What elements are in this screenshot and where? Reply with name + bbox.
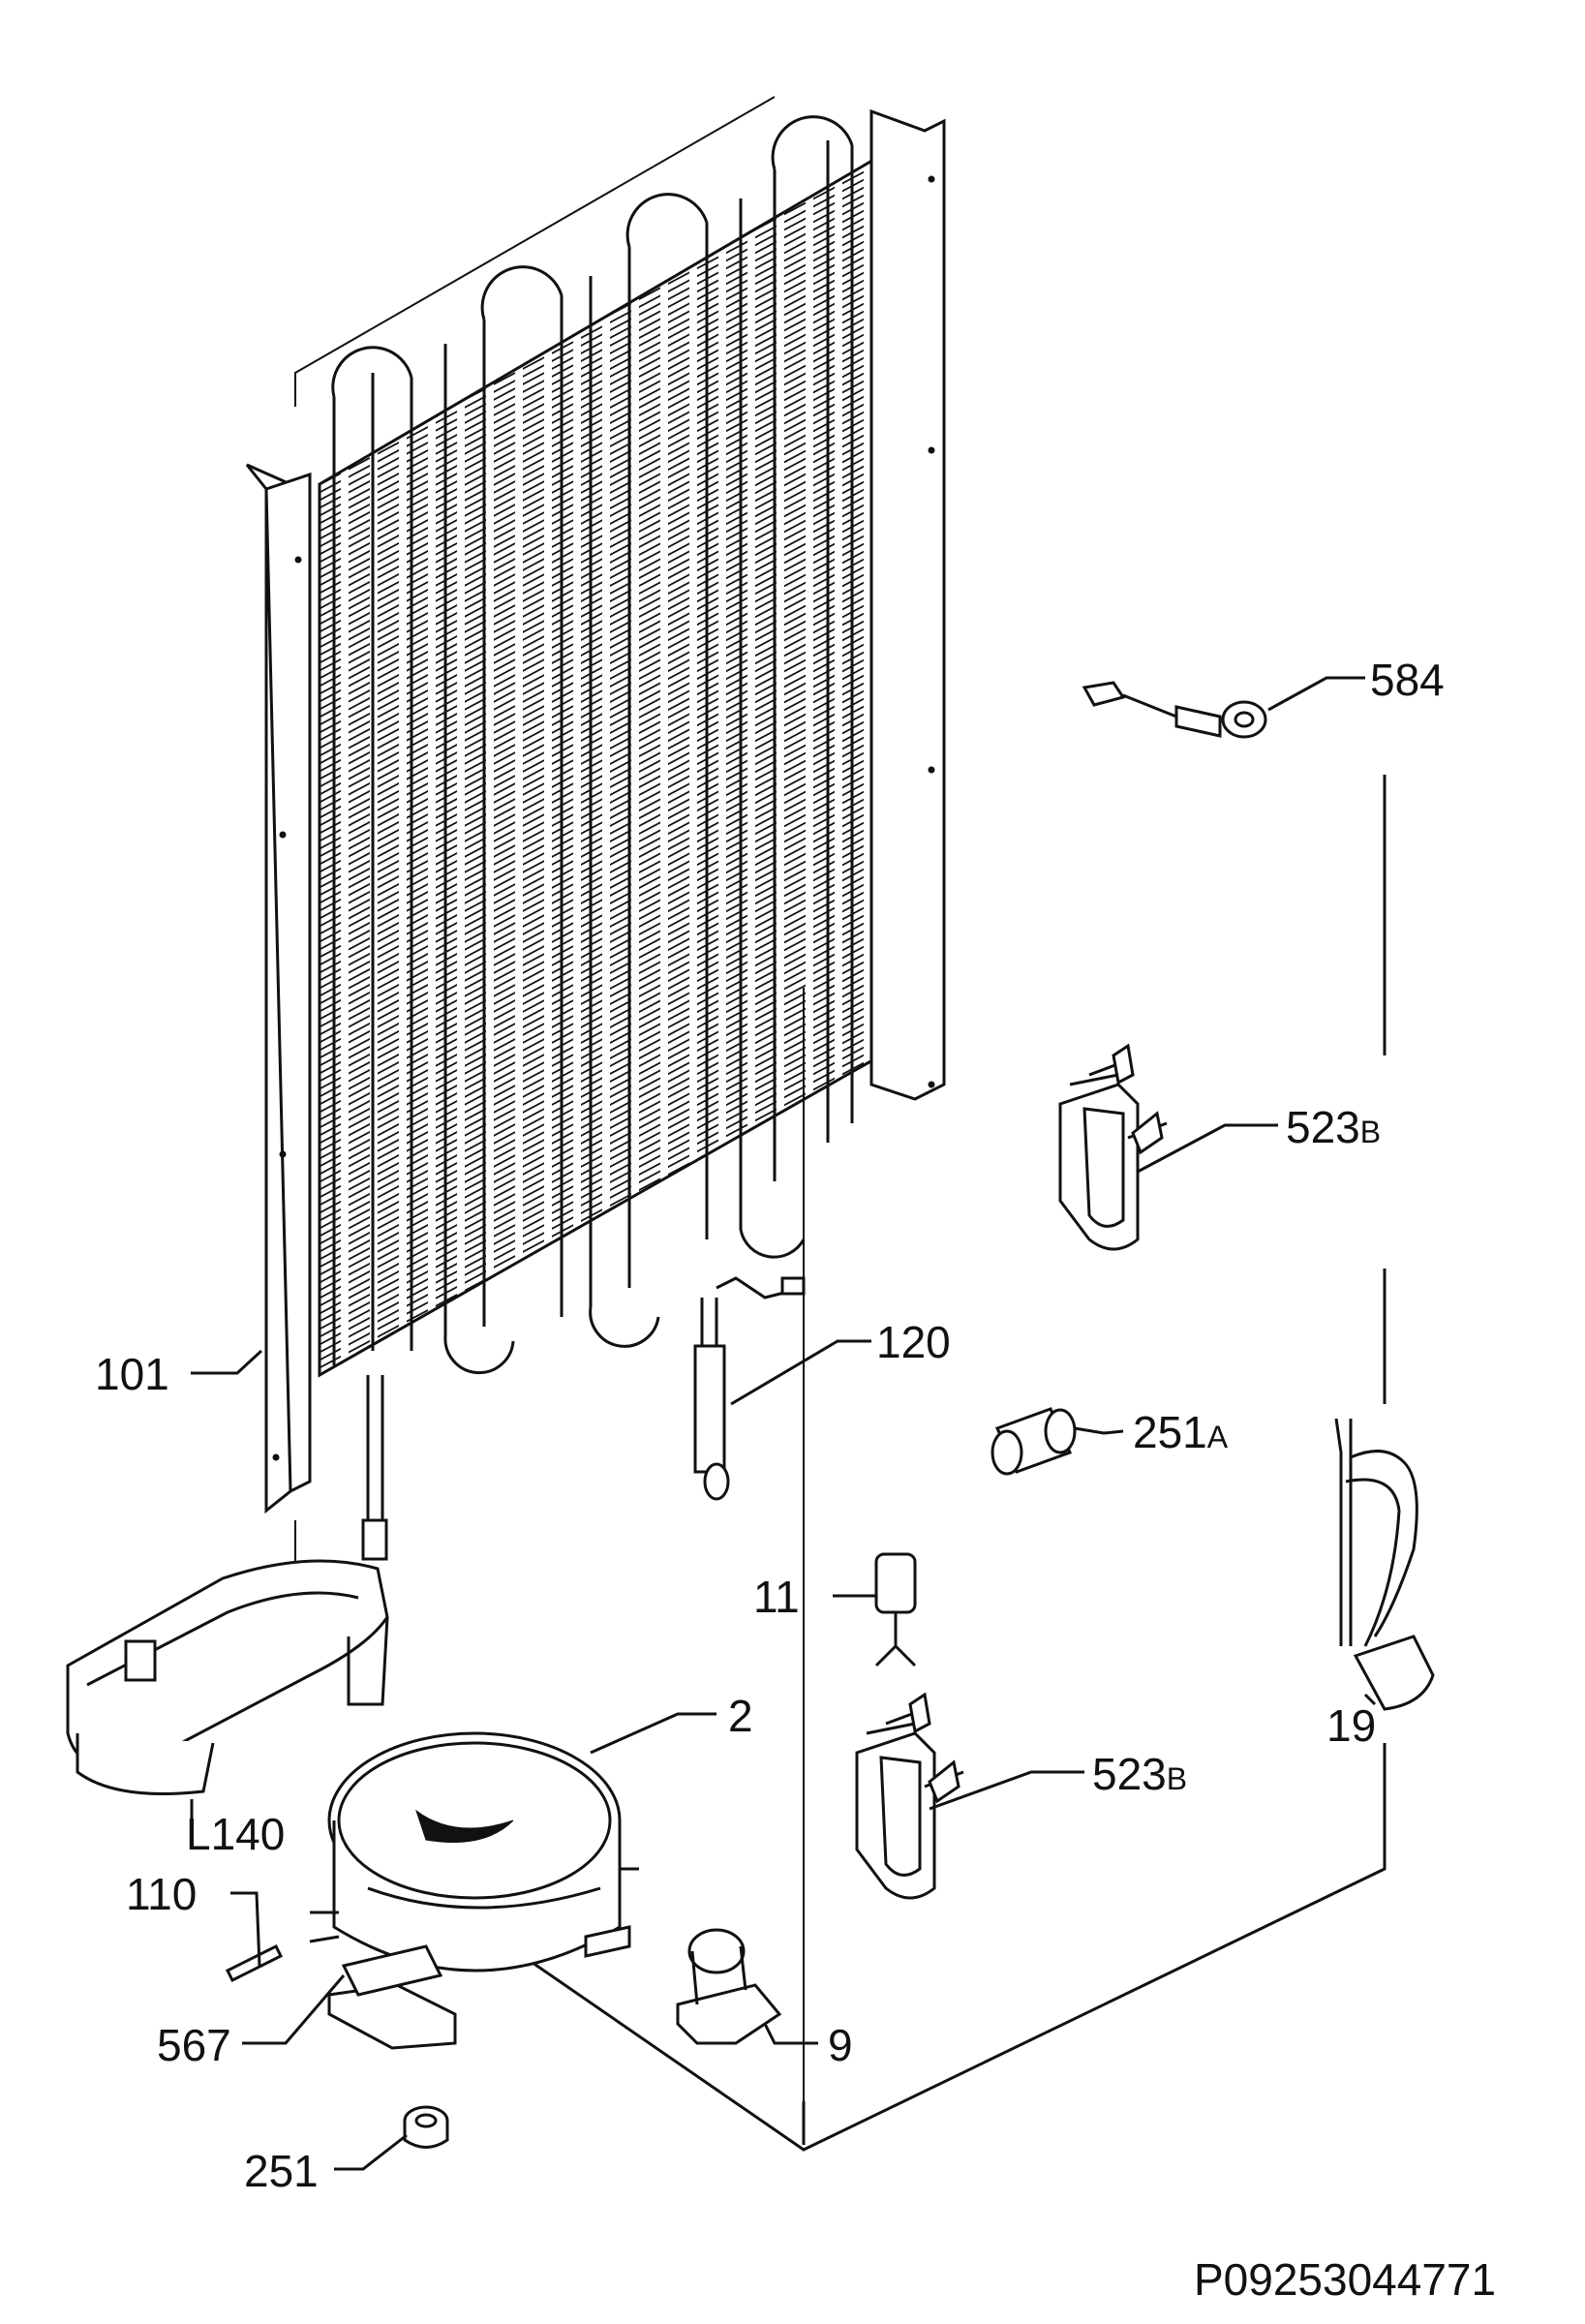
drip-tray-140 — [66, 1559, 389, 1795]
label-584: 584 — [1370, 655, 1445, 705]
leader-lines — [190, 676, 1377, 2171]
part-120 — [693, 1276, 806, 1501]
power-cord-19 — [1334, 1418, 1435, 1711]
label-101: 101 — [95, 1349, 169, 1399]
label-523b-lower: 523B — [1092, 1749, 1187, 1799]
part-9 — [676, 1928, 782, 2045]
label-251a: 251A — [1133, 1407, 1229, 1457]
label-523b-upper: 523B — [1286, 1102, 1381, 1152]
part-251 — [403, 2105, 449, 2149]
label-120: 120 — [876, 1317, 951, 1367]
drawing-code: P09253044771 — [1194, 2254, 1496, 2305]
clip-523b-upper — [1058, 1043, 1168, 1251]
cabinet-outline — [294, 96, 1387, 2152]
label-2: 2 — [728, 1691, 753, 1741]
clip-523b-lower — [855, 1692, 964, 1900]
part-11 — [874, 1552, 917, 1667]
label-140: L140 — [186, 1809, 285, 1859]
part-labels: 584 523B 120 101 251A 11 2 19 523B L140 … — [95, 655, 1496, 2305]
label-19: 19 — [1326, 1700, 1376, 1751]
part-567 — [341, 1944, 443, 1997]
label-9: 9 — [828, 2020, 853, 2070]
label-11: 11 — [753, 1572, 800, 1622]
part-110 — [225, 1943, 284, 1983]
label-251: 251 — [244, 2146, 319, 2196]
compressor — [309, 1731, 639, 2050]
condenser — [245, 108, 946, 1561]
label-110: 110 — [126, 1869, 197, 1919]
sensor-584 — [1082, 681, 1267, 739]
part-251a — [991, 1407, 1077, 1476]
label-567: 567 — [157, 2020, 231, 2070]
